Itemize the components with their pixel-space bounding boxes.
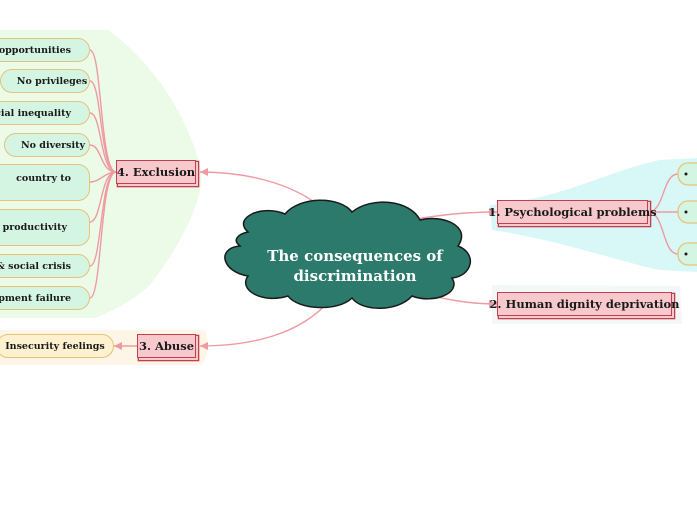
psych-leaf-1-dot bbox=[684, 172, 688, 176]
exclusion-item-label: No diversity bbox=[20, 139, 85, 151]
arrow-dignity bbox=[489, 300, 497, 308]
fan-1 bbox=[89, 49, 117, 173]
psych-leaf-3-dot bbox=[684, 252, 688, 256]
fan-3 bbox=[89, 112, 117, 173]
exclusion-item[interactable]: r & productivity bbox=[0, 209, 90, 246]
branch-abuse-label: 3. Abuse bbox=[138, 339, 195, 353]
central-topic-line1: The consequences of bbox=[267, 247, 443, 265]
connector-psych bbox=[409, 211, 498, 221]
exclusion-item-label: Less opportunities bbox=[0, 44, 71, 56]
arrowheads bbox=[114, 168, 497, 350]
psych-leaf-3[interactable] bbox=[677, 242, 697, 266]
connector-abuse bbox=[199, 299, 331, 347]
exclusion-item[interactable]: country to bbox=[0, 164, 90, 201]
exclusion-item[interactable]: cial & social crisis bbox=[0, 254, 90, 278]
exclusion-item-label: No privileges bbox=[16, 75, 88, 87]
psych-leaf-2[interactable] bbox=[677, 200, 697, 224]
branch-psychological-label: 1. Psychological problems bbox=[488, 205, 657, 219]
exclusion-item[interactable]: evelopment failure bbox=[0, 286, 90, 310]
branch-psychological[interactable]: 1. Psychological problems bbox=[488, 200, 657, 224]
branch-abuse[interactable]: 3. Abuse bbox=[137, 334, 196, 358]
exclusion-item-label: evelopment failure bbox=[0, 292, 71, 304]
psych-fan-3 bbox=[647, 211, 679, 255]
exclusion-item[interactable]: Less opportunities bbox=[0, 38, 90, 62]
arrow-psych bbox=[489, 208, 497, 216]
central-topic[interactable]: The consequences of discrimination bbox=[265, 246, 445, 286]
exclusion-item-label: country to bbox=[16, 173, 71, 184]
arrow-exclusion bbox=[200, 168, 208, 176]
psych-fan-1 bbox=[647, 173, 679, 213]
branch-exclusion[interactable]: 4. Exclusion bbox=[116, 160, 196, 184]
exclusion-item-label: r & productivity bbox=[0, 222, 67, 233]
fan-8 bbox=[89, 171, 117, 299]
branch-dignity[interactable]: 2. Human dignity deprivation bbox=[489, 292, 680, 316]
branch-dignity-label: 2. Human dignity deprivation bbox=[489, 297, 680, 311]
exclusion-item-label: cial & social crisis bbox=[0, 260, 71, 272]
arrow-abuse-leaf bbox=[114, 342, 122, 350]
branch-exclusion-label: 4. Exclusion bbox=[116, 165, 196, 179]
exclusion-item[interactable]: Financial inequality bbox=[0, 101, 90, 125]
central-cloud[interactable] bbox=[224, 199, 472, 309]
exclusion-item[interactable]: No privileges bbox=[0, 69, 90, 93]
fan-2 bbox=[89, 80, 117, 173]
connectors bbox=[89, 49, 679, 347]
psych-leaf-1[interactable] bbox=[677, 162, 697, 186]
abuse-item-label: Insecurity feelings bbox=[5, 340, 105, 352]
central-topic-line2: discrimination bbox=[293, 267, 417, 285]
fan-4 bbox=[89, 144, 117, 173]
arrow-abuse bbox=[200, 342, 208, 350]
exclusion-item[interactable]: No diversity bbox=[4, 133, 90, 157]
exclusion-item-label: Financial inequality bbox=[0, 107, 71, 119]
abuse-item[interactable]: Insecurity feelings bbox=[0, 334, 114, 358]
psych-leaf-2-dot bbox=[684, 210, 688, 214]
